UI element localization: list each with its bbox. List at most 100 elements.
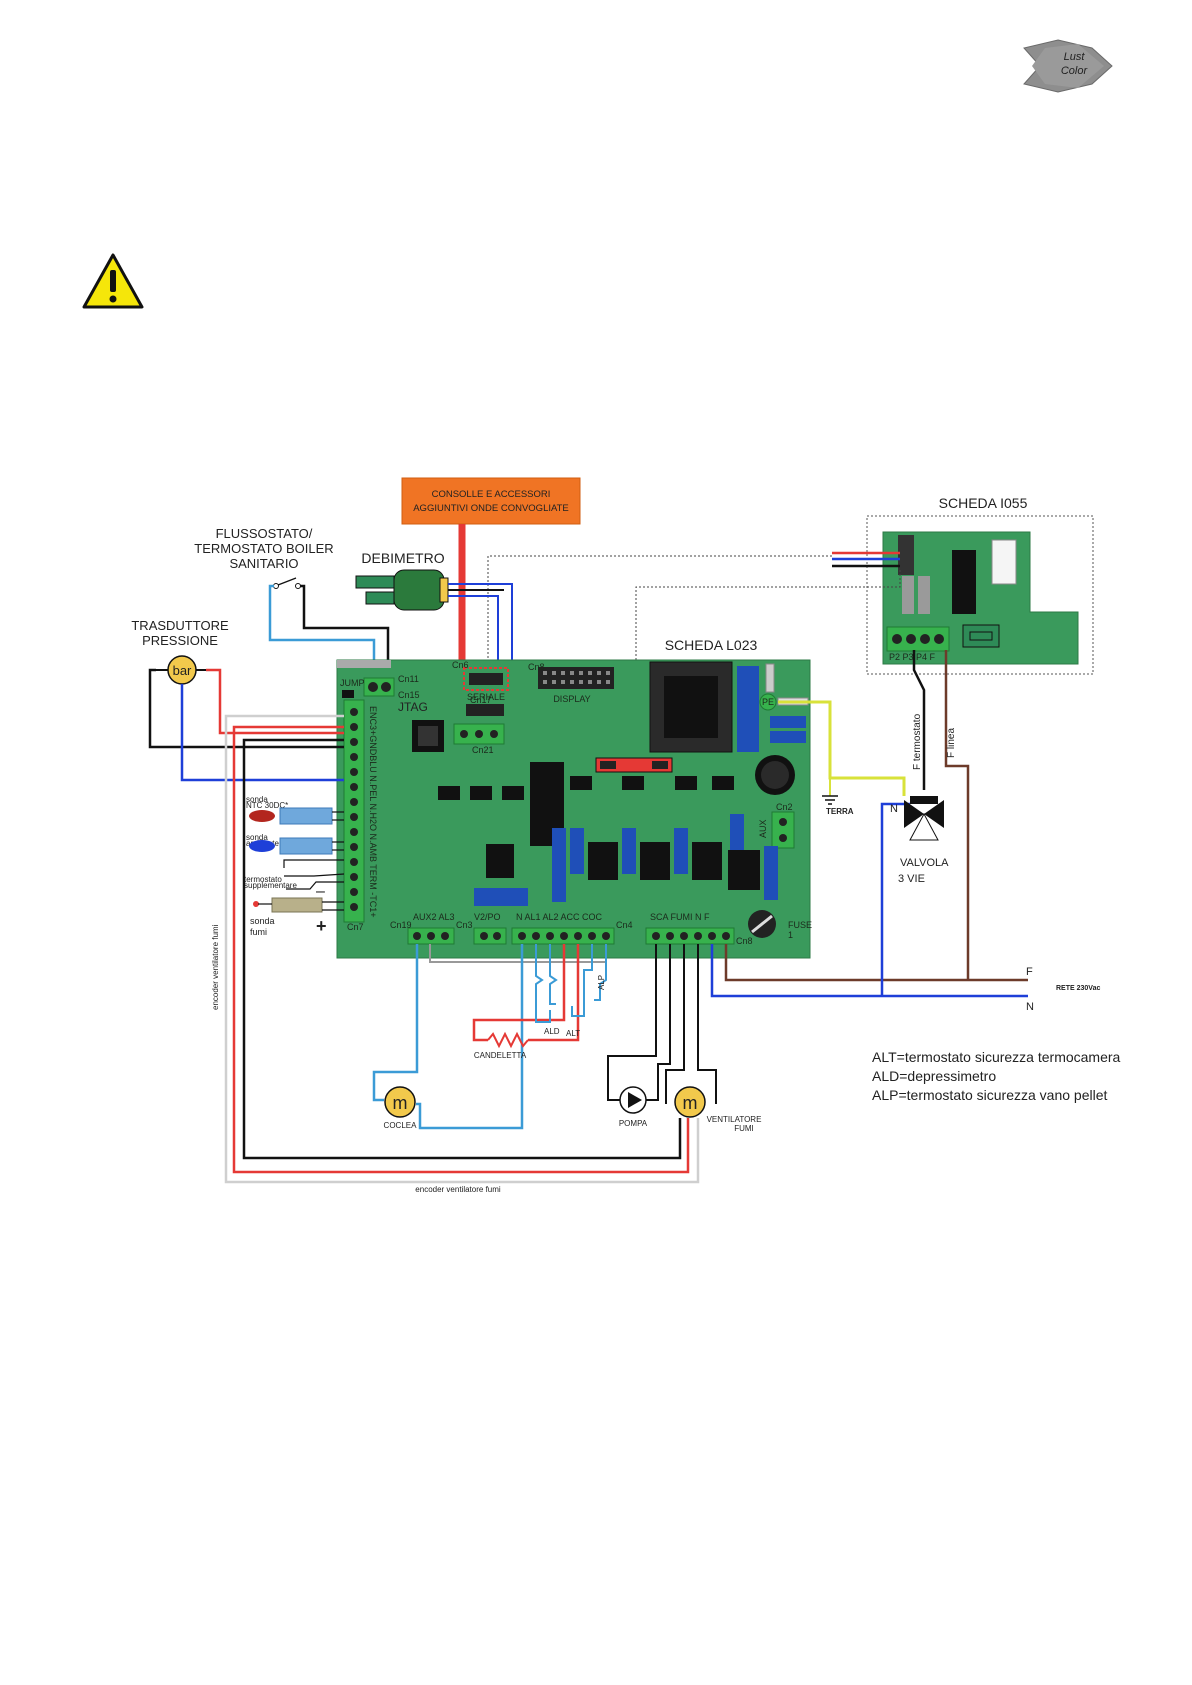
valvola-label-2: 3 VIE: [898, 873, 925, 885]
rete-n-label: N: [1026, 1001, 1034, 1013]
sonda-ntc-2: NTC 30DC*: [246, 801, 288, 810]
cn19-tag: Cn19: [390, 920, 412, 930]
valvola-3-vie: N VALVOLA 3 VIE: [890, 796, 949, 885]
cn3-tag: Cn3: [456, 920, 473, 930]
legend-alp: ALP=termostato sicurezza vano pellet: [872, 1087, 1108, 1103]
logo-line2: Color: [1061, 65, 1089, 77]
debimetro-label: DEBIMETRO: [361, 550, 444, 566]
f-termostato-label: F termostato: [912, 713, 923, 770]
alp-label: ALP: [597, 975, 606, 990]
trasduttore-label-2: PRESSIONE: [142, 633, 218, 648]
termostato-supp-2: supplementare: [244, 881, 297, 890]
pompa-label: POMPA: [619, 1119, 648, 1128]
left-pins-label: ENC3+GNDBLU N.PEL N.H2O N.AMB TERM -TC1+: [368, 706, 378, 918]
bottom-left-terms: AUX2 AL3: [413, 912, 455, 922]
fuse-number: 1: [788, 930, 793, 940]
scheda-i055-label: SCHEDA I055: [939, 495, 1028, 511]
flussostato-label-2: TERMOSTATO BOILER: [194, 541, 333, 556]
ventilatore-m: m: [683, 1093, 698, 1113]
ventilatore-label-2: FUMI: [734, 1124, 754, 1133]
alp-wire: [571, 944, 593, 1017]
flussostato-label-3: SANITARIO: [229, 556, 298, 571]
consolle-label-2: AGGIUNTIVI ONDE CONVOGLIATE: [413, 503, 569, 514]
bottom-mid-terms: N AL1 AL2 ACC COC: [516, 912, 603, 922]
bottom-v2po: V2/PO: [474, 912, 501, 922]
trasduttore-pressione: TRASDUTTORE PRESSIONE bar: [131, 618, 229, 685]
sensor-wires: [258, 811, 345, 911]
encoder-wire-black: [242, 738, 682, 1160]
display-label: DISPLAY: [553, 694, 590, 704]
encoder-bottom-label: encoder ventilatore fumi: [415, 1185, 501, 1194]
bottom-right-terms: SCA FUMI N F: [650, 912, 710, 922]
cn21-tag: Cn21: [472, 745, 494, 755]
press-wire-black: [148, 668, 344, 749]
cn8b-tag: Cn8: [736, 936, 753, 946]
legend-ald: ALD=depressimetro: [872, 1068, 996, 1084]
coclea-motor: m COCLEA: [384, 1086, 418, 1130]
flussostato-label-1: FLUSSOSTATO/: [216, 526, 313, 541]
sonda-ntc-1: sonda: [246, 795, 268, 804]
flusso-wire-blue: [268, 584, 376, 675]
cn17-tag: Cn17: [470, 695, 492, 705]
jumper-label: JUMP: [340, 678, 365, 688]
candeletta-wire-2: [528, 944, 580, 1042]
scheda-i055: SCHEDA I055 P2 P3 P4 F: [866, 495, 1094, 675]
valve-n-label: N: [890, 803, 898, 815]
left-sensors: sonda NTC 30DC* sonda ambiente termostat…: [244, 795, 333, 937]
f-linea-label: F linea: [946, 728, 957, 758]
coclea-wire-1: [372, 944, 419, 1102]
plus-sign: +: [316, 916, 327, 936]
cn4-tag: Cn4: [616, 920, 633, 930]
encoder-wire-grey: [224, 714, 700, 1184]
jtag-label: JTAG: [398, 700, 428, 714]
cn15-tag: Cn15: [398, 690, 420, 700]
ald-wire-2: [549, 944, 558, 1005]
cn7-tag: Cn7: [347, 922, 364, 932]
scheda-l023: SCHEDA L023 Cn11 Cn15 JTAG JUMP SERIALE …: [336, 637, 812, 959]
sonda-fumi-2: fumi: [250, 927, 267, 937]
press-wire-blue: [180, 684, 344, 782]
rete-f-label: F: [1026, 966, 1033, 978]
cn6-tag: Cn6: [452, 660, 469, 670]
dotted-link-seriale: [487, 555, 832, 690]
logo-line1: Lust: [1064, 51, 1086, 63]
coclea-wire-2: [416, 944, 524, 1130]
alt-label: ALT: [566, 1029, 580, 1038]
pompa-wire-1: [607, 944, 657, 1101]
pompa: POMPA: [619, 1086, 648, 1128]
alp-wire-2: [594, 944, 607, 1001]
cn8-tag: Cn8: [528, 662, 545, 672]
coclea-label: COCLEA: [384, 1121, 418, 1130]
consolle-box: CONSOLLE E ACCESSORI AGGIUNTIVI ONDE CON…: [401, 477, 581, 525]
ventilatore-wire-1: [665, 944, 685, 1104]
encoder-wire-red: [232, 725, 690, 1174]
fuse-label: FUSE: [788, 920, 812, 930]
valve-f-termostato: [912, 650, 926, 790]
ventilatore-label-1: VENTILATORE: [707, 1115, 762, 1124]
consolle-label-1: CONSOLLE E ACCESSORI: [432, 489, 551, 500]
cn11-tag: Cn11: [398, 674, 419, 684]
pompa-wire-2: [646, 944, 671, 1101]
legend-alt: ALT=termostato sicurezza termocamera: [872, 1049, 1121, 1065]
candeletta-label: CANDELETTA: [474, 1051, 527, 1060]
ventilatore-fumi: m VENTILATORE FUMI: [674, 1086, 762, 1133]
brand-logo: Lust Color: [1023, 39, 1113, 93]
trasduttore-label-1: TRASDUTTORE: [131, 618, 229, 633]
termostato-supp-1: termostato: [244, 875, 282, 884]
valve-neutral: [880, 802, 910, 996]
encoder-vertical-label: encoder ventilatore fumi: [211, 924, 220, 1010]
valve-f-linea: [944, 650, 970, 980]
valvola-label-1: VALVOLA: [900, 857, 949, 869]
coclea-m: m: [393, 1093, 408, 1113]
terra-symbol: TERRA: [822, 795, 854, 816]
press-wire-red: [206, 668, 344, 735]
warning-icon: [82, 253, 144, 309]
debimetro: DEBIMETRO: [355, 550, 449, 611]
rete-label: RETE 230Vac: [1056, 985, 1100, 992]
ventilatore-wire-2: [697, 944, 717, 1104]
terra-label: TERRA: [826, 807, 854, 816]
i055-pins-label: P2 P3 P4 F: [889, 652, 936, 662]
cn2-tag: Cn2: [776, 802, 793, 812]
flussostato-switch: FLUSSOSTATO/ TERMOSTATO BOILER SANITARIO: [194, 526, 334, 589]
